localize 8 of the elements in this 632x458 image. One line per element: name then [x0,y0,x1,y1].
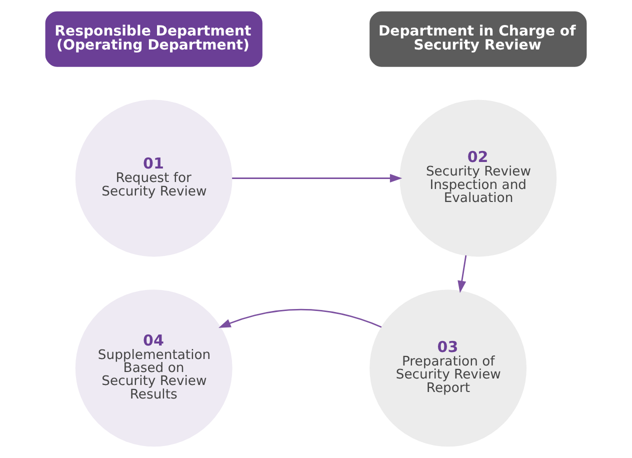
node-circle: 03 Preparation of Security Review Report [370,290,527,447]
arrow [232,174,402,183]
arrow [218,308,382,328]
node-circle: 01 Request for Security Review [75,100,232,257]
node-box: Responsible Department (Operating Department) [45,11,262,67]
arrow [458,255,467,293]
node-circle: 02 Security Review Inspection and Evaluation [400,100,557,257]
node-box: Department in Charge of Security Review [370,11,587,67]
